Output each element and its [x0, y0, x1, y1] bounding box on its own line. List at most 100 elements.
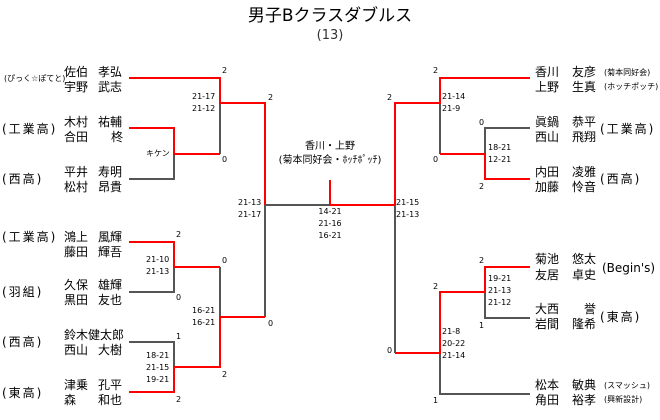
left-pair-1-player-2-surname: 宇野	[64, 80, 89, 94]
final-score-2: 21-16	[318, 219, 342, 228]
left-m3-score-1: 21-10	[146, 255, 170, 264]
left-pair-5-player-1-surname: 久保	[64, 278, 89, 292]
right-semi-bottom-games: 0	[387, 346, 393, 355]
left-pair-2-player-1-given: 祐輔	[98, 115, 123, 129]
right-pair-5-player-1-surname: 大西	[535, 302, 560, 316]
left-m4-score-1: 18-21	[146, 351, 170, 360]
left-m1-bottom-games: 0	[222, 155, 228, 164]
left-pair-6-player-2-given: 大樹	[98, 343, 123, 357]
right-pair-2-player-2-surname: 西山	[535, 130, 560, 144]
left-m4-top-games: 1	[176, 332, 182, 341]
left-pair-4-affiliation: (工業高)	[2, 230, 58, 244]
left-pair-3-player-2-surname: 松村	[64, 180, 89, 194]
left-pair-2-player-2-given: 柊	[111, 130, 124, 144]
right-pair-6-player-1-given: 敏典	[572, 378, 597, 392]
left-pair-4-player-1-given: 風輝	[98, 230, 123, 244]
left-pair-3-player-2-given: 昂貴	[98, 180, 123, 194]
right-pair-3-player-1-given: 凌雅	[572, 165, 597, 179]
left-m3-score-2: 21-13	[146, 267, 170, 276]
right-m2-score-1: 21-14	[442, 92, 466, 101]
left-m3-bottom-games: 0	[176, 293, 182, 302]
left-pair-7-player-2-given: 和也	[98, 393, 123, 407]
champion-names: 香川・上野	[305, 141, 355, 152]
left-pair-1-player-2-given: 武志	[98, 80, 123, 94]
right-pair-6-affiliation-2: (興新設計)	[604, 395, 643, 404]
left-pair-2-player-1-surname: 木村	[64, 115, 89, 129]
final-score-3: 16-21	[318, 231, 342, 240]
left-m4-score-2: 21-15	[146, 363, 170, 372]
right-pair-2-player-1-surname: 眞鍋	[535, 115, 560, 129]
left-m5-bottom-games: 2	[222, 370, 228, 379]
left-pair-2-affiliation: (工業高)	[2, 122, 58, 136]
left-semi-top-games: 2	[268, 93, 274, 102]
left-m4-score-3: 19-21	[146, 375, 170, 384]
page-title: 男子Bクラスダブルス	[247, 6, 413, 26]
left-m2-top-games: 2	[222, 66, 228, 75]
left-pair-3-player-1-given: 寿明	[98, 165, 123, 179]
right-pair-6-affiliation-1: (スマッシュ)	[604, 381, 651, 390]
left-m2-score-2: 21-12	[192, 104, 216, 113]
right-m1-bottom-games: 2	[479, 182, 485, 191]
left-pair-5-player-1-given: 雄輝	[98, 278, 123, 292]
right-pair-6-player-1-surname: 松本	[535, 378, 560, 392]
right-m1-score-2: 12-21	[488, 155, 512, 164]
right-pair-2-player-1-given: 恭平	[572, 115, 597, 129]
left-pair-6-affiliation: (西高)	[2, 335, 44, 349]
right-pair-1-player-1-surname: 香川	[535, 65, 560, 79]
left-m5-score-1: 16-21	[192, 306, 216, 315]
left-pair-7-affiliation: (東高)	[2, 386, 44, 400]
right-pair-4-player-2-surname: 友居	[535, 268, 560, 282]
right-m3-score-3: 21-12	[488, 298, 512, 307]
right-m3-score-1: 19-21	[488, 274, 512, 283]
right-pair-5-player-1-given: 誉	[584, 302, 597, 316]
right-pair-1-player-1-given: 友彦	[572, 65, 597, 79]
right-pair-1-player-2-given: 生真	[572, 80, 597, 94]
champion-affiliation: (菊本同好会・ﾎｯﾁﾎﾟｯﾁ)	[278, 155, 382, 166]
right-pair-3-player-2-surname: 加藤	[535, 180, 560, 194]
right-pair-4-affiliation: (Begin's)	[602, 261, 656, 275]
winner-lines	[129, 77, 530, 393]
right-m4-score-1: 21-8	[442, 327, 461, 336]
right-m1-score-1: 18-21	[488, 143, 512, 152]
left-pair-5-player-2-given: 友也	[98, 293, 123, 307]
left-semi-bottom-games: 0	[268, 319, 274, 328]
left-pair-1-player-1-given: 孝弘	[98, 65, 123, 79]
left-pair-5-affiliation: (羽組)	[2, 285, 44, 299]
right-semi-score-2: 21-13	[396, 210, 420, 219]
right-pair-2-player-2-given: 飛翔	[572, 130, 597, 144]
right-pair-3-player-1-surname: 内田	[535, 165, 560, 179]
page-subtitle: (13)	[316, 28, 344, 43]
left-pair-4-player-2-surname: 藤田	[64, 245, 89, 259]
right-m2-top-games: 2	[433, 66, 439, 75]
left-m1-result: キケン	[146, 149, 170, 158]
left-m4-bottom-games: 2	[176, 395, 182, 404]
right-m3-top-games: 2	[479, 256, 485, 265]
right-m3-bottom-games: 1	[479, 321, 485, 330]
right-m2-score-2: 21-9	[442, 104, 461, 113]
left-pair-1-player-1-surname: 佐伯	[64, 65, 89, 79]
right-pair-3-player-2-given: 怜音	[572, 180, 597, 194]
right-pair-5-affiliation: (東高)	[600, 310, 642, 324]
left-pair-3-player-1-surname: 平井	[64, 165, 89, 179]
left-pair-4-player-2-given: 輝吾	[98, 245, 123, 259]
right-pair-2-affiliation: (工業高)	[600, 122, 656, 136]
right-pair-4-player-1-given: 悠太	[572, 252, 597, 266]
right-m1-top-games: 0	[479, 118, 485, 127]
right-m2-bottom-games: 0	[433, 155, 439, 164]
loser-lines	[129, 103, 530, 395]
right-m4-top-games: 2	[433, 282, 439, 291]
left-semi-score-2: 21-17	[238, 210, 262, 219]
left-pair-6-player-2-surname: 西山	[64, 343, 89, 357]
right-m3-score-2: 21-13	[488, 286, 512, 295]
left-m2-score-1: 21-17	[192, 92, 216, 101]
left-m5-top-games: 0	[222, 256, 228, 265]
left-m5-score-2: 16-21	[192, 318, 216, 327]
left-pair-3-affiliation: (西高)	[2, 172, 44, 186]
left-pair-2-player-2-surname: 合田	[64, 130, 89, 144]
right-pair-6-player-2-given: 裕孝	[572, 393, 597, 407]
right-pair-5-player-2-given: 隆希	[572, 317, 597, 331]
left-pair-4-player-1-surname: 鴻上	[64, 230, 89, 244]
right-m4-score-3: 21-14	[442, 351, 466, 360]
left-pair-7-player-2-surname: 森	[64, 393, 77, 407]
